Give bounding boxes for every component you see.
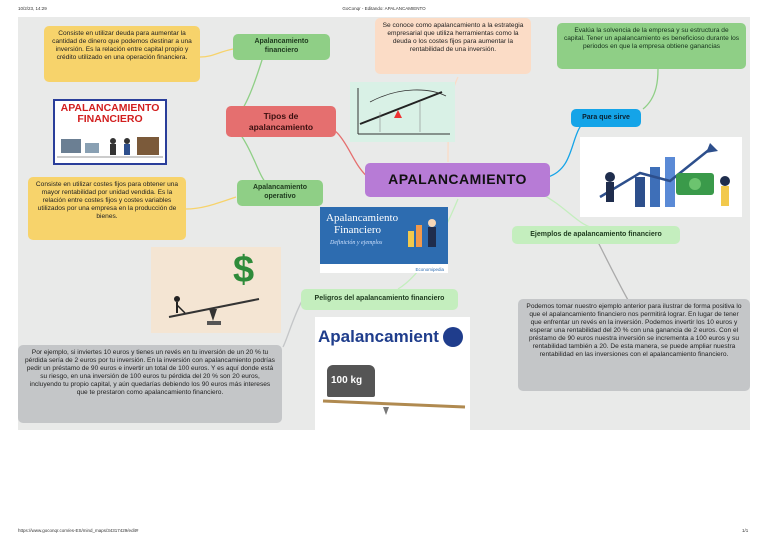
link-operativo-note bbox=[185, 196, 237, 210]
definicion-note[interactable]: Se conoce como apalancamiento a la estra… bbox=[375, 18, 531, 74]
growth-image bbox=[580, 137, 742, 217]
peligros-node[interactable]: Peligros del apalancamiento financiero bbox=[301, 289, 458, 310]
lever-chart-image bbox=[350, 82, 455, 142]
document-title: GoConqr - Editando: APALANCAMIENTO bbox=[342, 6, 426, 11]
link-peligros-note bbox=[282, 298, 304, 348]
financiero-note[interactable]: Consiste en utilizar deuda para aumentar… bbox=[44, 26, 200, 82]
financiero-node[interactable]: Apalancamiento financiero bbox=[233, 34, 330, 60]
logo-title: APALANCAMIENTO FINANCIERO bbox=[60, 102, 160, 125]
lever-plank bbox=[322, 399, 466, 415]
weight-lever-image: Apalancamient 100 kg bbox=[315, 317, 470, 430]
operativo-note[interactable]: Consiste en utilizar costes fijos para o… bbox=[28, 177, 186, 240]
book-title-1: Apalancamiento bbox=[326, 212, 399, 224]
link-financiero-note bbox=[199, 48, 234, 58]
book-title-2: Financiero bbox=[334, 224, 382, 236]
operativo-node[interactable]: Apalancamiento operativo bbox=[237, 180, 323, 206]
logo-apalancamiento-image: APALANCAMIENTO FINANCIERO bbox=[53, 99, 167, 165]
book-figure-illustration bbox=[408, 219, 436, 247]
seesaw-illustration bbox=[168, 296, 260, 325]
link-paraque-note bbox=[642, 68, 659, 110]
growth-illustration bbox=[599, 143, 730, 207]
print-datetime: 10/2/23, 14:29 bbox=[18, 6, 47, 11]
book-cover-image: Apalancamiento Financiero Definición y e… bbox=[320, 207, 448, 273]
logo-circle-icon bbox=[443, 327, 463, 347]
central-node[interactable]: APALANCAMIENTO bbox=[365, 163, 550, 197]
seesaw-image: $ bbox=[151, 247, 281, 333]
ejemplos-node[interactable]: Ejemplos de apalancamiento financiero bbox=[512, 226, 680, 244]
mind-map-canvas: APALANCAMIENTO Tipos de apalancamiento A… bbox=[18, 17, 750, 430]
book-brand: Economipedia bbox=[415, 267, 444, 272]
peligros-note[interactable]: Por ejemplo, si inviertes 10 euros y tie… bbox=[18, 345, 282, 423]
lever-chart-illustration bbox=[357, 88, 450, 135]
logo-people-illustration bbox=[57, 137, 163, 158]
page-number: 1/1 bbox=[742, 528, 749, 533]
weight-label: 100 kg bbox=[331, 375, 363, 386]
dollar-sign: $ bbox=[233, 249, 255, 291]
para-que-node[interactable]: Para que sirve bbox=[571, 109, 641, 127]
book-subtitle: Definición y ejemplos bbox=[330, 240, 383, 246]
weight-block bbox=[327, 365, 375, 397]
link-ejemplos-note bbox=[597, 241, 629, 301]
tipos-node[interactable]: Tipos de apalancamiento bbox=[226, 106, 336, 137]
lever-word: Apalancamient bbox=[318, 327, 439, 346]
para-que-note[interactable]: Evalúa la solvencia de la empresa y su e… bbox=[557, 23, 746, 69]
page-url[interactable]: https://www.goconqr.com/es-ES/mind_maps/… bbox=[18, 528, 139, 533]
ejemplos-note[interactable]: Podemos tomar nuestro ejemplo anterior p… bbox=[518, 299, 750, 391]
